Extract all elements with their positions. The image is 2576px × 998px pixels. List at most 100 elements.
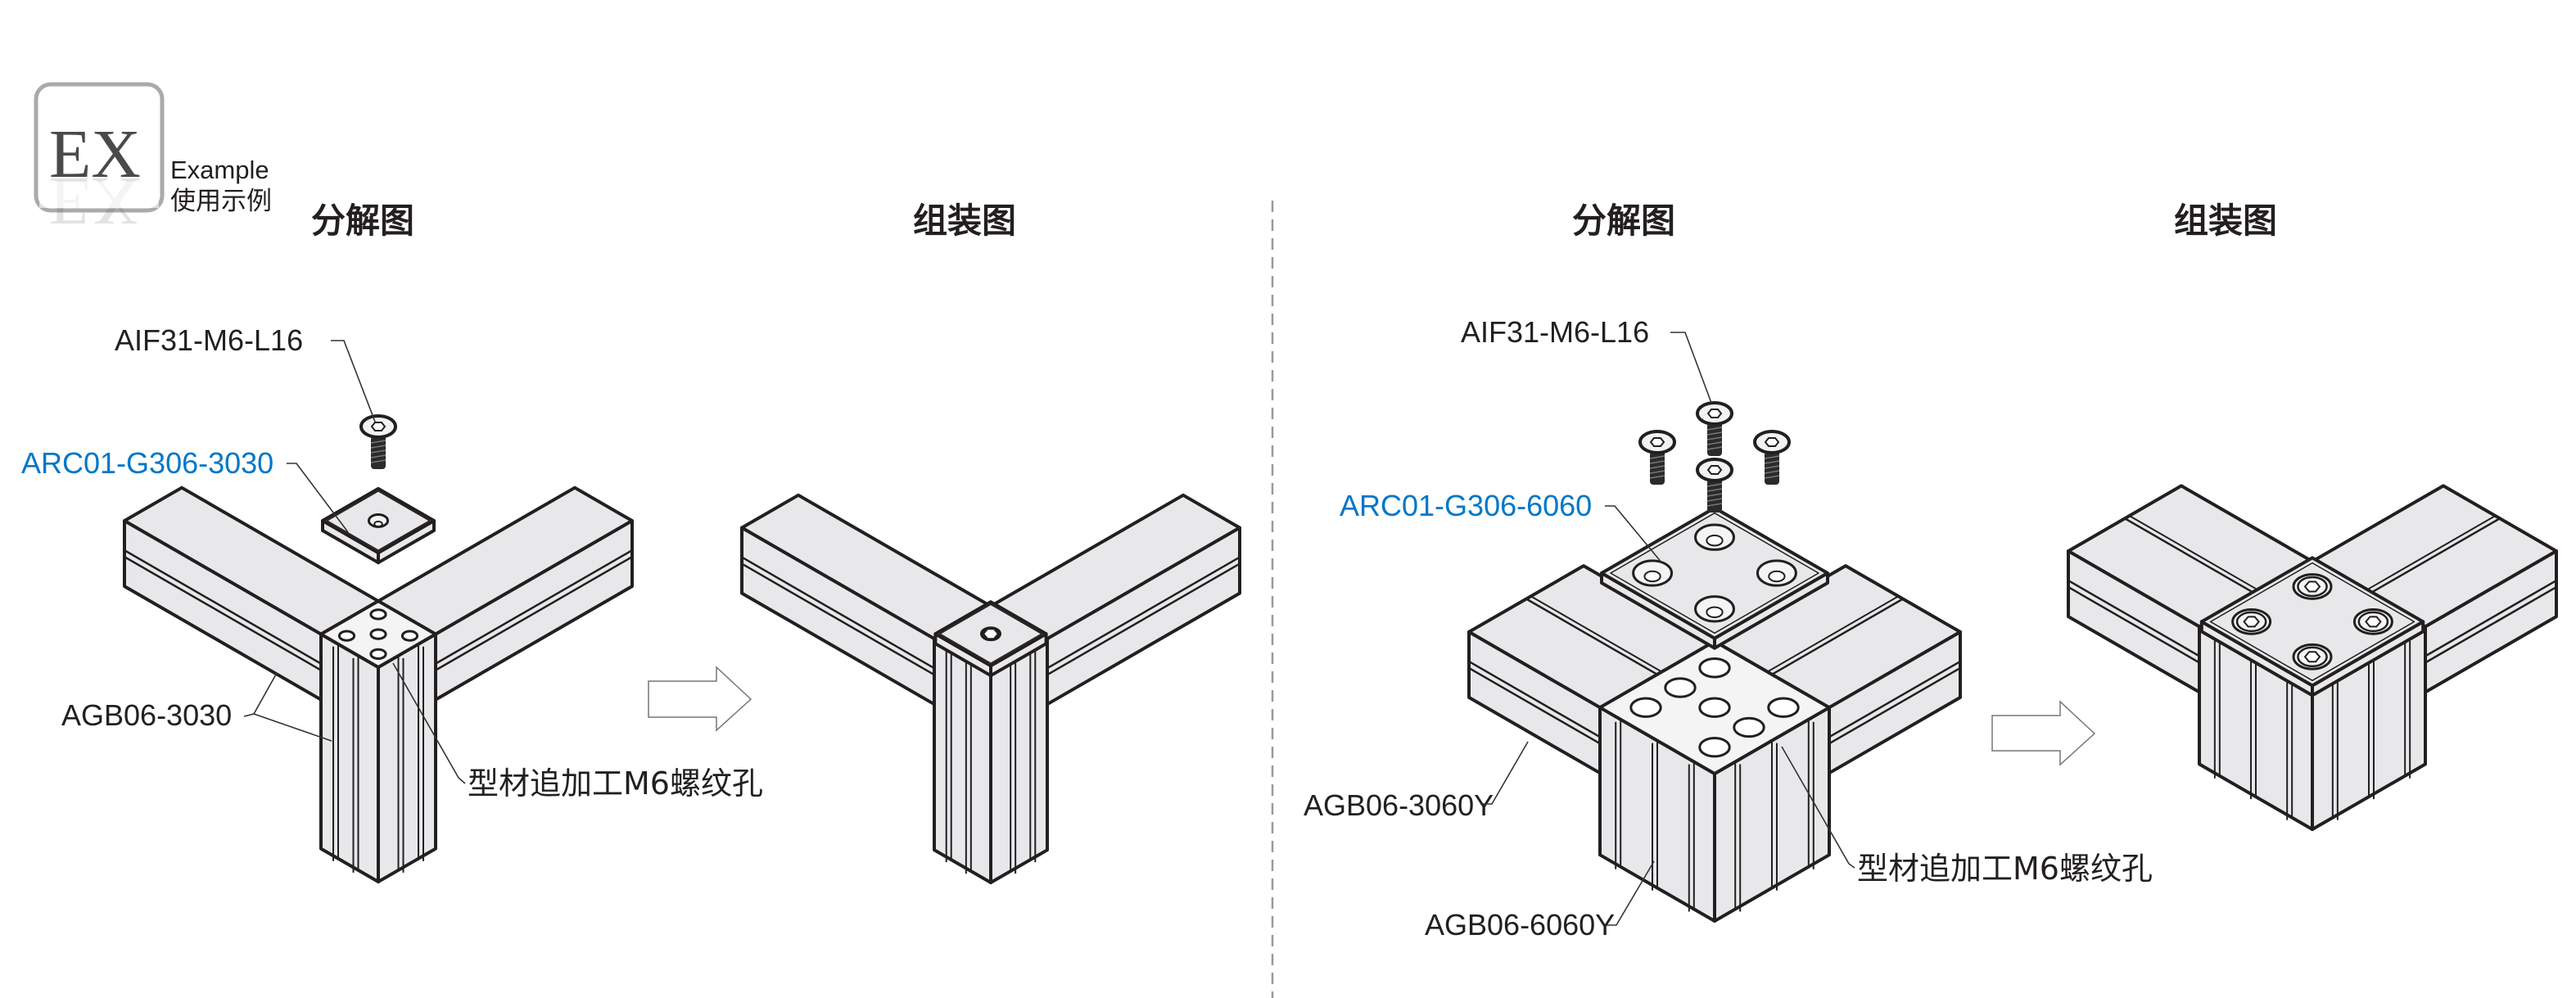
groove-line xyxy=(2363,515,2496,593)
groove-line xyxy=(1046,556,1241,670)
label-profile-post-right: AGB06-6060Y xyxy=(1425,908,1615,942)
end-cap xyxy=(2199,556,2425,698)
groove-line xyxy=(2368,517,2501,595)
hex-socket-icon xyxy=(1764,437,1780,447)
tapped-hole-icon xyxy=(1664,677,1697,698)
post-left-face xyxy=(319,632,380,883)
leader-line xyxy=(1605,505,1663,564)
hole-bore-icon xyxy=(1706,534,1724,547)
hex-socket-icon xyxy=(1649,437,1665,447)
hole-bore-icon xyxy=(1643,570,1661,583)
right-exploded-title: 分解图 xyxy=(1572,201,1675,241)
groove-line xyxy=(1046,562,1241,676)
groove-line xyxy=(741,562,935,676)
vertical-post-profile xyxy=(319,599,437,883)
hex-socket-icon xyxy=(370,422,386,431)
right-assembled-title: 组装图 xyxy=(2174,201,2277,241)
tapped-hole-icon xyxy=(400,630,419,642)
screw-thread xyxy=(1764,460,1780,464)
leader-line xyxy=(392,662,466,784)
post-right-face xyxy=(377,632,437,883)
screw-head-icon xyxy=(2297,646,2328,668)
tapped-hole-icon xyxy=(337,630,356,642)
left-exploded-frame xyxy=(123,485,634,883)
groove-line xyxy=(2425,585,2557,664)
screw-head-icon xyxy=(2357,611,2389,633)
screw-thread xyxy=(1706,446,1723,450)
screw-thread xyxy=(1706,483,1723,487)
groove-line xyxy=(1468,660,1601,738)
right-assembled-frame xyxy=(2067,484,2558,831)
right-exploded-frame xyxy=(1467,564,1962,923)
screw-icon xyxy=(1696,458,1733,513)
groove-line xyxy=(741,556,935,670)
label-screw-left: AIF31-M6-L16 xyxy=(115,323,303,357)
right-arm-profile xyxy=(377,485,634,702)
label-thread-note-left: 型材追加工M6螺纹孔 xyxy=(468,765,763,802)
hex-socket-icon xyxy=(2243,616,2260,628)
hole-bore-icon xyxy=(373,520,383,528)
screw-thread xyxy=(1706,427,1723,431)
screw-thread xyxy=(370,440,386,444)
screw-thread xyxy=(1706,431,1723,436)
tapped-hole-icon xyxy=(369,608,387,621)
screw-thread xyxy=(1649,475,1665,479)
groove-line xyxy=(124,549,322,665)
screw-icon xyxy=(1696,401,1733,456)
groove-line xyxy=(2068,585,2200,664)
screw-thread xyxy=(370,459,386,463)
hex-socket-icon xyxy=(1706,465,1723,475)
leader-line xyxy=(287,463,349,533)
leader-line xyxy=(1607,860,1655,926)
left-assembled-frame xyxy=(740,493,1241,884)
post-right-face xyxy=(989,637,1049,884)
plate-chamfer-line xyxy=(939,603,1042,664)
hex-socket-icon xyxy=(1706,409,1723,418)
screw-thread xyxy=(370,445,386,449)
screw-thread xyxy=(370,449,386,454)
screw-thread xyxy=(1706,503,1723,507)
badge-title-cn: 使用示例 xyxy=(170,187,272,215)
hex-socket-icon xyxy=(2303,651,2321,663)
example-badge: EX EX Example 使用示例 xyxy=(34,82,272,239)
post-left-face xyxy=(933,637,992,884)
leader-line xyxy=(1670,332,1712,404)
screw-icon xyxy=(1753,430,1791,485)
plate-top-face xyxy=(2199,556,2425,688)
screw-thread xyxy=(1764,475,1780,479)
groove-line xyxy=(1828,666,1961,745)
groove-line xyxy=(1766,595,1899,673)
screw-head-icon xyxy=(2297,576,2328,598)
leader-line xyxy=(253,713,332,742)
tapped-hole-icon xyxy=(1629,697,1662,718)
badge-frame xyxy=(34,82,165,213)
tapped-hole-icon xyxy=(369,648,387,660)
groove-line xyxy=(2124,517,2257,595)
groove-line xyxy=(1828,660,1961,738)
screw-thread xyxy=(370,454,386,458)
tapped-hole-icon xyxy=(1733,716,1765,738)
groove-line xyxy=(435,556,633,671)
groove-line xyxy=(1771,598,1904,675)
hex-socket-icon xyxy=(982,628,1000,640)
label-cover-right: ARC01-G306-6060 xyxy=(1340,489,1592,522)
screw-icon xyxy=(1638,430,1676,485)
label-profile-arm-right: AGB06-3060Y xyxy=(1304,788,1494,822)
label-screw-right: AIF31-M6-L16 xyxy=(1461,315,1649,349)
screw-thread xyxy=(1649,455,1665,459)
screw-thread xyxy=(1764,465,1780,469)
reflection-fade xyxy=(39,182,159,208)
hole-bore-icon xyxy=(1706,606,1724,619)
screw-thread xyxy=(1706,493,1723,497)
groove-line xyxy=(1525,598,1658,675)
assemble-arrow-icon xyxy=(1991,700,2096,766)
leader-line xyxy=(331,340,376,422)
plate-chamfer-line xyxy=(326,490,431,551)
groove-line xyxy=(1530,595,1663,673)
screw-thread xyxy=(1649,460,1665,464)
screw-thread xyxy=(1706,441,1723,445)
screw-icon xyxy=(359,414,397,469)
tapped-hole-icon xyxy=(1698,697,1731,718)
